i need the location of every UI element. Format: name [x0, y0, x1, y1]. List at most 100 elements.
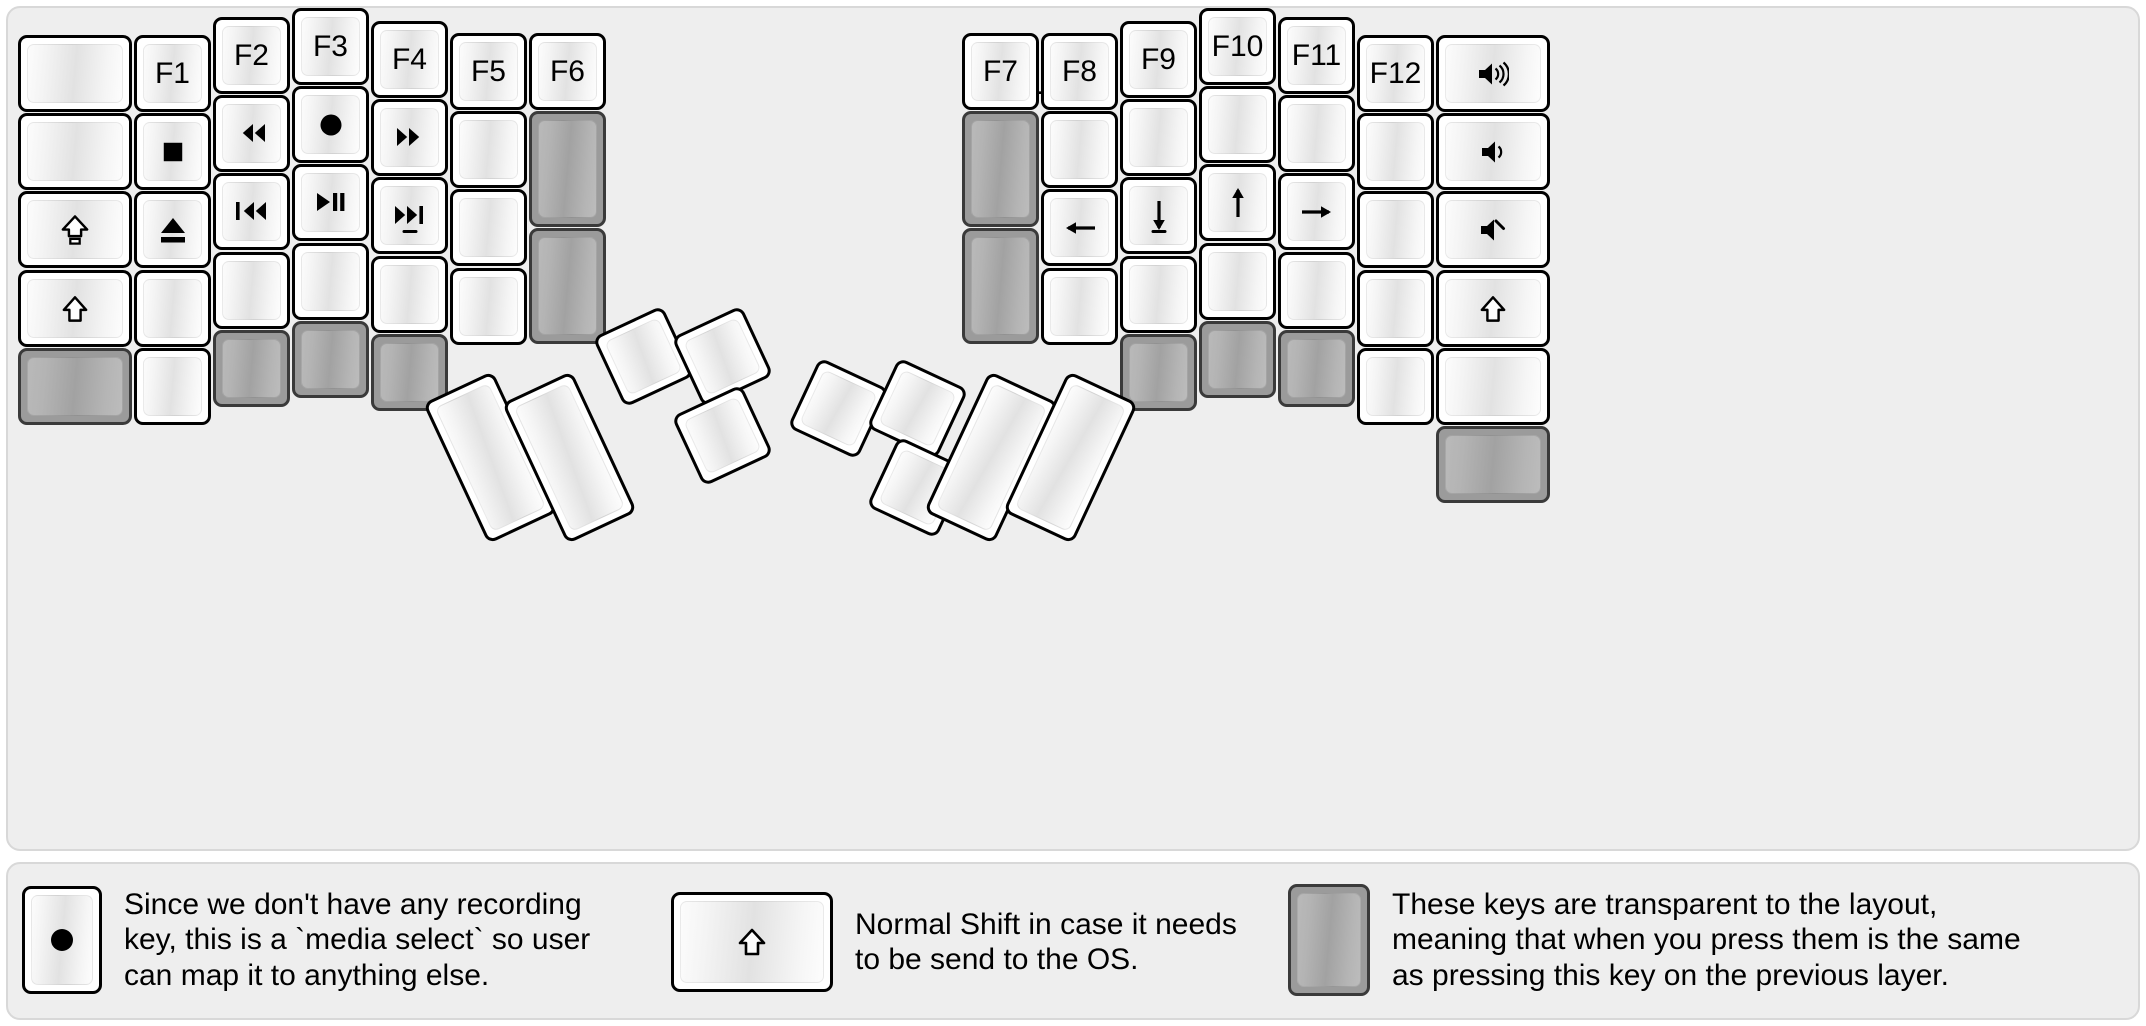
- key-middle-2-media-play-pause[interactable]: [292, 164, 369, 242]
- key-ring-4[interactable]: [1278, 329, 1355, 407]
- key-label: F12: [1369, 56, 1422, 90]
- key-thumb-left-4[interactable]: [671, 384, 774, 487]
- key-inner-1[interactable]: [529, 111, 606, 228]
- key-index-2-arrow-down[interactable]: [1120, 177, 1197, 255]
- key-label: F10: [1211, 29, 1264, 63]
- key-pinky-0-f12[interactable]: F12: [1357, 35, 1434, 112]
- key-label: F9: [1140, 42, 1176, 76]
- key-pinky-4[interactable]: [1357, 347, 1434, 425]
- key-ring-3[interactable]: [213, 251, 290, 329]
- caps-lock-arrow-icon: [61, 215, 89, 245]
- key-ring-4[interactable]: [213, 329, 290, 407]
- media-eject-icon: [160, 217, 185, 243]
- key-pinky-outer-2-caps-lock-arrow[interactable]: [18, 191, 132, 269]
- key-index-inner-0-f5[interactable]: F5: [450, 33, 527, 110]
- key-index-1-media-fast-forward[interactable]: [371, 99, 448, 177]
- key-label: F2: [233, 38, 269, 72]
- key-ring-2-arrow-right[interactable]: [1278, 173, 1355, 251]
- key-index-0-f9[interactable]: F9: [1120, 21, 1197, 98]
- key-label: F1: [154, 56, 190, 90]
- key-inner-2[interactable]: [962, 228, 1039, 345]
- key-inner-1[interactable]: [962, 111, 1039, 228]
- key-pinky-3[interactable]: [1357, 269, 1434, 347]
- legend-key-shift: [671, 892, 833, 992]
- key-ring-1-media-rewind[interactable]: [213, 95, 290, 173]
- key-label: F7: [982, 54, 1018, 88]
- key-middle-4[interactable]: [292, 320, 369, 398]
- key-pinky-outer-0-volume-up[interactable]: [1436, 35, 1550, 112]
- key-pinky-1-media-stop[interactable]: [134, 113, 211, 191]
- key-index-inner-3[interactable]: [1041, 267, 1118, 345]
- legend-panel: Since we don't have any recording key, t…: [6, 862, 2140, 1020]
- key-pinky-4[interactable]: [134, 347, 211, 425]
- key-middle-3[interactable]: [1199, 242, 1276, 320]
- key-ring-1[interactable]: [1278, 95, 1355, 173]
- key-index-inner-1[interactable]: [1041, 111, 1118, 189]
- shift-arrow-icon: [738, 928, 766, 956]
- key-pinky-outer-3-shift-arrow[interactable]: [1436, 269, 1550, 347]
- media-record-icon: [320, 114, 341, 136]
- key-middle-4[interactable]: [1199, 320, 1276, 398]
- arrow-up-icon: [1231, 187, 1244, 217]
- key-pinky-outer-0[interactable]: [18, 35, 132, 112]
- key-index-inner-2[interactable]: [450, 189, 527, 267]
- homing-bump-indicator: [402, 230, 417, 234]
- key-ring-3[interactable]: [1278, 251, 1355, 329]
- key-pinky-outer-4[interactable]: [1436, 347, 1550, 425]
- media-record-icon: [51, 929, 73, 951]
- key-index-inner-0-f8[interactable]: F8: [1041, 33, 1118, 110]
- key-middle-3[interactable]: [292, 242, 369, 320]
- media-previous-track-icon: [235, 202, 266, 221]
- media-rewind-icon: [242, 124, 265, 143]
- key-index-3[interactable]: [1120, 255, 1197, 333]
- key-pinky-2[interactable]: [1357, 191, 1434, 269]
- key-middle-2-arrow-up[interactable]: [1199, 164, 1276, 242]
- key-ring-2-media-previous-track[interactable]: [213, 173, 290, 251]
- key-label: F5: [470, 54, 506, 88]
- shift-arrow-icon: [1480, 295, 1506, 322]
- key-middle-1[interactable]: [1199, 86, 1276, 164]
- volume-mute-icon: [1481, 219, 1505, 241]
- key-index-inner-2-arrow-left[interactable]: [1041, 189, 1118, 267]
- key-pinky-outer-4[interactable]: [18, 347, 132, 425]
- key-pinky-outer-1-volume-down[interactable]: [1436, 113, 1550, 191]
- key-index-3[interactable]: [371, 255, 448, 333]
- homing-bump-indicator: [1151, 230, 1166, 234]
- key-index-4[interactable]: [1120, 333, 1197, 411]
- legend-item-transparent: These keys are transparent to the layout…: [1288, 884, 2021, 996]
- key-pinky-0-f1[interactable]: F1: [134, 35, 211, 112]
- legend-key-record: [22, 886, 102, 994]
- legend-key-transparent: [1288, 884, 1370, 996]
- key-inner-0-f6[interactable]: F6: [529, 33, 606, 110]
- key-index-inner-1[interactable]: [450, 111, 527, 189]
- key-label: F3: [312, 29, 348, 63]
- key-label: F11: [1291, 38, 1342, 72]
- key-pinky-3[interactable]: [134, 269, 211, 347]
- arrow-left-icon: [1065, 222, 1095, 234]
- key-pinky-1[interactable]: [1357, 113, 1434, 191]
- media-play-pause-icon: [316, 193, 344, 212]
- key-index-0-f4[interactable]: F4: [371, 21, 448, 98]
- key-pinky-outer-2-volume-mute[interactable]: [1436, 191, 1550, 269]
- key-middle-1-media-record[interactable]: [292, 86, 369, 164]
- arrow-right-icon: [1301, 206, 1331, 218]
- key-pinky-2-media-eject[interactable]: [134, 191, 211, 269]
- key-pinky-outer-5[interactable]: [1436, 426, 1550, 503]
- key-pinky-outer-1[interactable]: [18, 113, 132, 191]
- key-index-2-media-next-track[interactable]: [371, 177, 448, 255]
- key-ring-0-f11[interactable]: F11: [1278, 17, 1355, 94]
- key-label: F4: [391, 42, 427, 76]
- key-middle-0-f10[interactable]: F10: [1199, 8, 1276, 85]
- legend-caption-record: Since we don't have any recording key, t…: [124, 887, 591, 992]
- key-inner-2[interactable]: [529, 228, 606, 345]
- legend-caption-transparent: These keys are transparent to the layout…: [1392, 887, 2021, 992]
- legend-item-shift: Normal Shift in case it needs to be send…: [671, 892, 1237, 992]
- key-index-1[interactable]: [1120, 99, 1197, 177]
- key-ring-0-f2[interactable]: F2: [213, 17, 290, 94]
- key-middle-0-f3[interactable]: F3: [292, 8, 369, 85]
- key-label: F6: [549, 54, 585, 88]
- key-inner-0-f7[interactable]: F7: [962, 33, 1039, 110]
- key-pinky-outer-3-shift-arrow[interactable]: [18, 269, 132, 347]
- key-index-inner-3[interactable]: [450, 267, 527, 345]
